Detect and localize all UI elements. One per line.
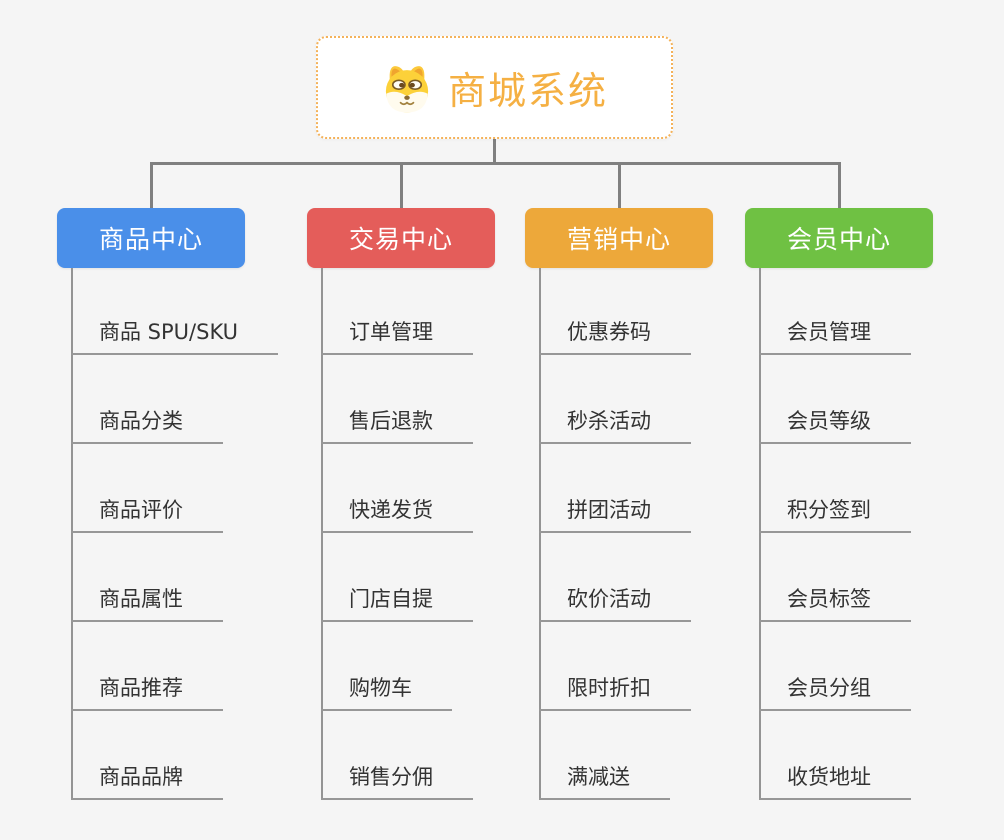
branch-label: 交易中心 (348, 225, 453, 254)
leaf-node[interactable]: 会员标签 (759, 583, 911, 622)
branch-tree-line (321, 268, 323, 800)
leaf-node[interactable]: 限时折扣 (539, 672, 691, 711)
leaf-node[interactable]: 快递发货 (321, 494, 473, 533)
branch-label: 会员中心 (786, 225, 891, 254)
connector-root-drop (493, 139, 496, 164)
leaf-node[interactable]: 商品 SPU/SKU (71, 316, 279, 355)
leaf-node[interactable]: 售后退款 (321, 405, 473, 444)
branch-tree-line (759, 268, 761, 800)
branch-node-product[interactable]: 商品中心 (57, 208, 245, 268)
leaf-node[interactable]: 砍价活动 (539, 583, 691, 622)
connector-stub-product (150, 163, 153, 209)
branch-column-trade: 交易中心 订单管理 售后退款 快递发货 门店自提 购物车 销售分佣 (307, 208, 495, 800)
leaf-node[interactable]: 商品评价 (71, 494, 223, 533)
branch-node-member[interactable]: 会员中心 (745, 208, 933, 268)
root-node[interactable]: 商城系统 (316, 36, 673, 139)
root-title: 商城系统 (447, 69, 608, 113)
leaf-node[interactable]: 商品品牌 (71, 761, 223, 800)
connector-stub-marketing (618, 163, 621, 209)
branch-items: 订单管理 售后退款 快递发货 门店自提 购物车 销售分佣 (321, 266, 473, 800)
leaf-node[interactable]: 商品属性 (71, 583, 223, 622)
leaf-node[interactable]: 门店自提 (321, 583, 473, 622)
branch-tree-line (71, 268, 73, 800)
connector-stub-trade (400, 163, 403, 209)
connector-rail (150, 162, 841, 165)
leaf-node[interactable]: 商品分类 (71, 405, 223, 444)
leaf-node[interactable]: 秒杀活动 (539, 405, 691, 444)
leaf-node[interactable]: 商品推荐 (71, 672, 223, 711)
branch-column-product: 商品中心 商品 SPU/SKU 商品分类 商品评价 商品属性 商品推荐 商品品牌 (57, 208, 279, 800)
branch-node-trade[interactable]: 交易中心 (307, 208, 495, 268)
leaf-node[interactable]: 收货地址 (759, 761, 911, 800)
connector-stub-member (838, 163, 841, 209)
branch-items: 商品 SPU/SKU 商品分类 商品评价 商品属性 商品推荐 商品品牌 (71, 266, 279, 800)
leaf-node[interactable]: 优惠券码 (539, 316, 691, 355)
leaf-node[interactable]: 销售分佣 (321, 761, 473, 800)
leaf-node[interactable]: 满减送 (539, 761, 670, 800)
leaf-node[interactable]: 积分签到 (759, 494, 911, 533)
branch-node-marketing[interactable]: 营销中心 (525, 208, 713, 268)
branch-items: 会员管理 会员等级 积分签到 会员标签 会员分组 收货地址 (759, 266, 911, 800)
branch-label: 商品中心 (98, 225, 203, 254)
branch-tree-line (539, 268, 541, 800)
leaf-node[interactable]: 购物车 (321, 672, 452, 711)
branch-items: 优惠券码 秒杀活动 拼团活动 砍价活动 限时折扣 满减送 (539, 266, 691, 800)
leaf-node[interactable]: 订单管理 (321, 316, 473, 355)
branch-label: 营销中心 (566, 225, 671, 254)
branch-column-marketing: 营销中心 优惠券码 秒杀活动 拼团活动 砍价活动 限时折扣 满减送 (525, 208, 713, 800)
leaf-node[interactable]: 会员管理 (759, 316, 911, 355)
leaf-node[interactable]: 拼团活动 (539, 494, 691, 533)
leaf-node[interactable]: 会员分组 (759, 672, 911, 711)
leaf-node[interactable]: 会员等级 (759, 405, 911, 444)
branch-column-member: 会员中心 会员管理 会员等级 积分签到 会员标签 会员分组 收货地址 (745, 208, 933, 800)
dog-face-icon (381, 62, 433, 114)
